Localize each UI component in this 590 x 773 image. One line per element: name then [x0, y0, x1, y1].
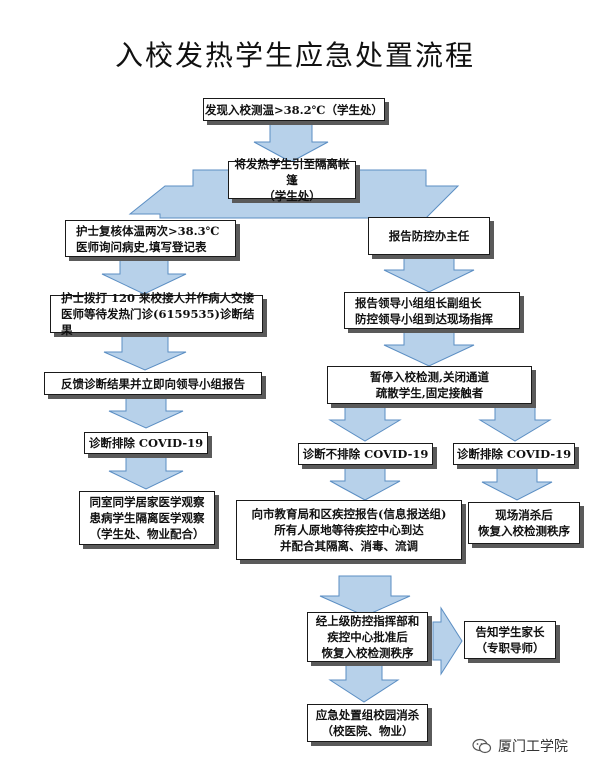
- step-report-education-bureau: 向市教育局和区疾控报告(信息报送组) 所有人原地等待疾控中心到达 并配合其隔离、…: [236, 500, 462, 560]
- step-detect-fever: 发现入校测温>38.2℃（学生处）: [203, 98, 385, 121]
- arrow-n13-n15: [319, 575, 411, 617]
- step-report-director: 报告防控办主任: [368, 217, 490, 255]
- arrow-n3-n5: [101, 254, 187, 295]
- step-notify-parents: 告知学生家长 （专职导师）: [464, 621, 556, 659]
- arrow-n9-n12: [108, 456, 184, 490]
- arrow-n5-n7: [103, 335, 187, 371]
- step-isolation-tent: 将发热学生引至隔离帐篷 （学生处）: [228, 157, 356, 203]
- step-approval-resume: 经上级防控指挥部和 疾控中心批准后 恢复入校检测秩序: [307, 612, 428, 662]
- step-suspend-checks: 暂停入校检测,关闭通道 疏散学生,固定接触者: [327, 366, 532, 404]
- arrow-n4-n6: [383, 254, 475, 293]
- step-disinfect-resume: 现场消杀后 恢复入校检测秩序: [468, 502, 580, 544]
- arrow-n10-n13: [329, 466, 401, 501]
- arrow-n8-n10: [328, 404, 402, 442]
- step-nurse-recheck: 护士复核体温两次>38.3℃ 医师询问病史,填写登记表: [65, 220, 236, 257]
- page-title: 入校发热学生应急处置流程: [114, 39, 475, 72]
- step-campus-disinfection: 应急处置组校园消杀 （校医院、物业）: [307, 704, 428, 742]
- step-covid-not-excluded: 诊断不排除 COVID-19: [298, 443, 433, 465]
- step-observation: 同室同学居家医学观察 患病学生隔离医学观察 （学生处、物业配合）: [79, 491, 215, 545]
- arrow-n7-n9: [108, 396, 184, 429]
- step-covid-excluded-2: 诊断排除 COVID-19: [453, 443, 575, 465]
- step-report-leaders: 报告领导小组组长副组长 防控领导小组到达现场指挥: [344, 292, 520, 329]
- arrow-n6-n8: [383, 329, 475, 367]
- step-call-120: 护士拨打 120 来校接人并作病人交接 医师等待发热门诊(6159535)诊断结…: [50, 291, 263, 337]
- step-covid-excluded: 诊断排除 COVID-19: [84, 432, 208, 454]
- arrow-n8-n11: [478, 404, 552, 442]
- watermark-text: 厦门工学院: [498, 739, 568, 755]
- arrow-n1-n2: [253, 122, 329, 163]
- wechat-watermark: 厦门工学院: [472, 736, 568, 756]
- arrow-n15-n17: [328, 661, 400, 703]
- step-feedback-report: 反馈诊断结果并立即向领导小组报告: [44, 372, 262, 395]
- arrow-n11-n14: [481, 467, 553, 501]
- wechat-icon: [472, 738, 492, 754]
- arrow-n15-n16: [432, 606, 463, 676]
